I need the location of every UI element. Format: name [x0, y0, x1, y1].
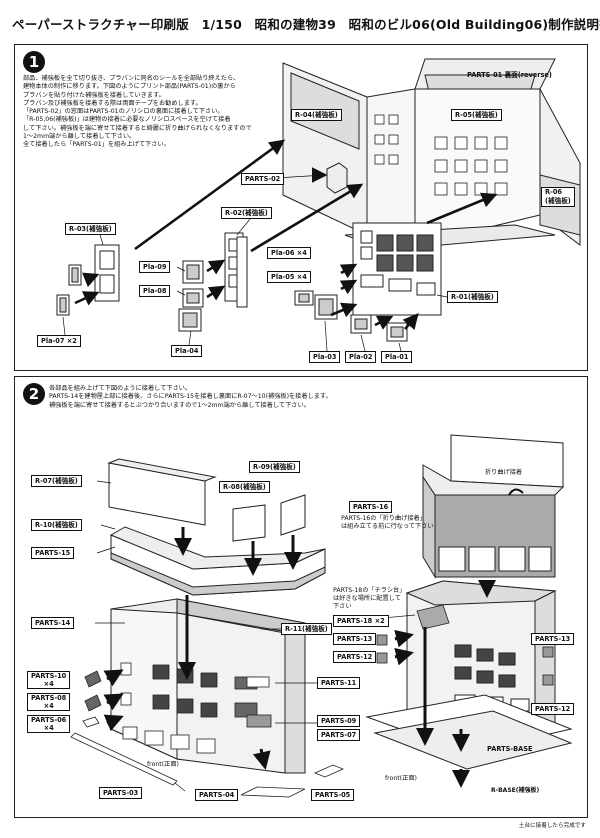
note-front-main: front(正面)	[147, 761, 179, 768]
step2-diagram	[70, 434, 573, 798]
label-pla01: Pla-01	[381, 351, 413, 363]
step1-diagram	[56, 58, 581, 352]
label-r06: R-06 (補強板)	[541, 187, 575, 207]
parts02-block	[326, 162, 348, 194]
note-front-right: front(正面)	[385, 775, 417, 782]
label-parts11: PARTS-11	[317, 677, 361, 689]
label-r02: R-02(補強板)	[221, 207, 272, 219]
parts16	[422, 434, 565, 579]
step2-arrows	[103, 527, 496, 788]
r07-board	[107, 458, 217, 526]
label-pla02: Pla-02	[345, 351, 377, 363]
label-parts08: PARTS-08 ×4	[27, 693, 71, 711]
label-r04: R-04(補強板)	[291, 109, 342, 121]
label-r11: R-11(補強板)	[281, 623, 332, 635]
label-parts05: PARTS-05	[311, 789, 355, 801]
label-parts14: PARTS-14	[31, 617, 75, 629]
label-r09: R-09(補強板)	[249, 461, 300, 473]
label-r03: R-03(補強板)	[65, 223, 116, 235]
small-parts	[70, 604, 554, 798]
label-parts06: PARTS-06 ×4	[27, 715, 71, 733]
page-title: ペーパーストラクチャー印刷版 1/150 昭和の建物39 昭和のビル06(Old…	[12, 17, 600, 32]
label-pla07x2: Pla-07 ×2	[37, 335, 81, 347]
main-building-windows	[120, 662, 258, 754]
label-parts18x2: PARTS-18 ×2	[333, 615, 389, 627]
note-parts16: PARTS-16の「折り曲げ接着」 は組み立てる前に行なって下さい	[341, 515, 434, 530]
step2-instructions: 各部品を組み上げて下図のように接着して下さい。 PARTS-14を建物屋上部に接…	[49, 385, 332, 409]
label-r07: R-07(補強板)	[31, 475, 82, 487]
r02-board	[224, 232, 248, 308]
label-parts13-left: PARTS-13	[333, 633, 377, 645]
step1-number-badge: 1	[23, 51, 45, 73]
step2-panel: 2 各部品を組み上げて下図のように接着して下さい。 PARTS-14を建物屋上部…	[14, 376, 588, 818]
note-parts18: PARTS-18の「チラシ台」 は好きな場所に配置して 下さい	[333, 587, 406, 610]
label-parts10: PARTS-10 ×4	[27, 671, 71, 689]
parts01-reverse-label: PARTS-01 裏面(reverse)	[467, 71, 552, 79]
label-parts03: PARTS-03	[99, 787, 143, 799]
label-parts12-left: PARTS-12	[333, 651, 377, 663]
label-parts04: PARTS-04	[195, 789, 239, 801]
label-parts02: PARTS-02	[241, 173, 285, 185]
label-parts16: PARTS-16	[349, 501, 393, 513]
label-pla06x4: Pla-06 ×4	[267, 247, 311, 259]
label-parts07: PARTS-07	[317, 729, 361, 741]
parts15-band	[109, 526, 326, 596]
label-r01: R-01(補強板)	[447, 291, 498, 303]
label-parts12-right: PARTS-12	[531, 703, 575, 715]
pla-pieces	[56, 260, 408, 342]
label-r-base: R-BASE(補強板)	[491, 787, 540, 794]
label-pla04: Pla-04	[171, 345, 203, 357]
label-pla03: Pla-03	[309, 351, 341, 363]
note-fold: 折り曲げ接着	[485, 469, 523, 476]
label-parts-base: PARTS-BASE	[487, 745, 533, 753]
reverse-windows	[374, 114, 508, 196]
r03-board	[94, 244, 120, 302]
label-pla09: Pla-09	[139, 261, 171, 273]
r01-board	[352, 222, 442, 316]
label-pla08: Pla-08	[139, 285, 171, 297]
step1-instructions: 部品、補強板を全て切り抜き、プラバンに同名のシールを全部貼り終えたら、 建物本体…	[23, 75, 252, 149]
label-r10: R-10(補強板)	[31, 519, 82, 531]
label-r05: R-05(補強板)	[451, 109, 502, 121]
step1-panel: 1 部品、補強板を全て切り抜き、プラバンに同名のシールを全部貼り終えたら、 建物…	[14, 44, 588, 371]
label-parts15: PARTS-15	[31, 547, 75, 559]
step1-arrows	[74, 139, 498, 330]
step2-number-badge: 2	[23, 383, 45, 405]
label-parts13-right: PARTS-13	[531, 633, 575, 645]
label-r08: R-08(補強板)	[219, 481, 270, 493]
r08-r09-boards	[232, 494, 306, 542]
label-pla05x4: Pla-05 ×4	[267, 271, 311, 283]
label-parts09: PARTS-09	[317, 715, 361, 727]
footer-note: 土台に接着したら完成です	[518, 823, 586, 829]
